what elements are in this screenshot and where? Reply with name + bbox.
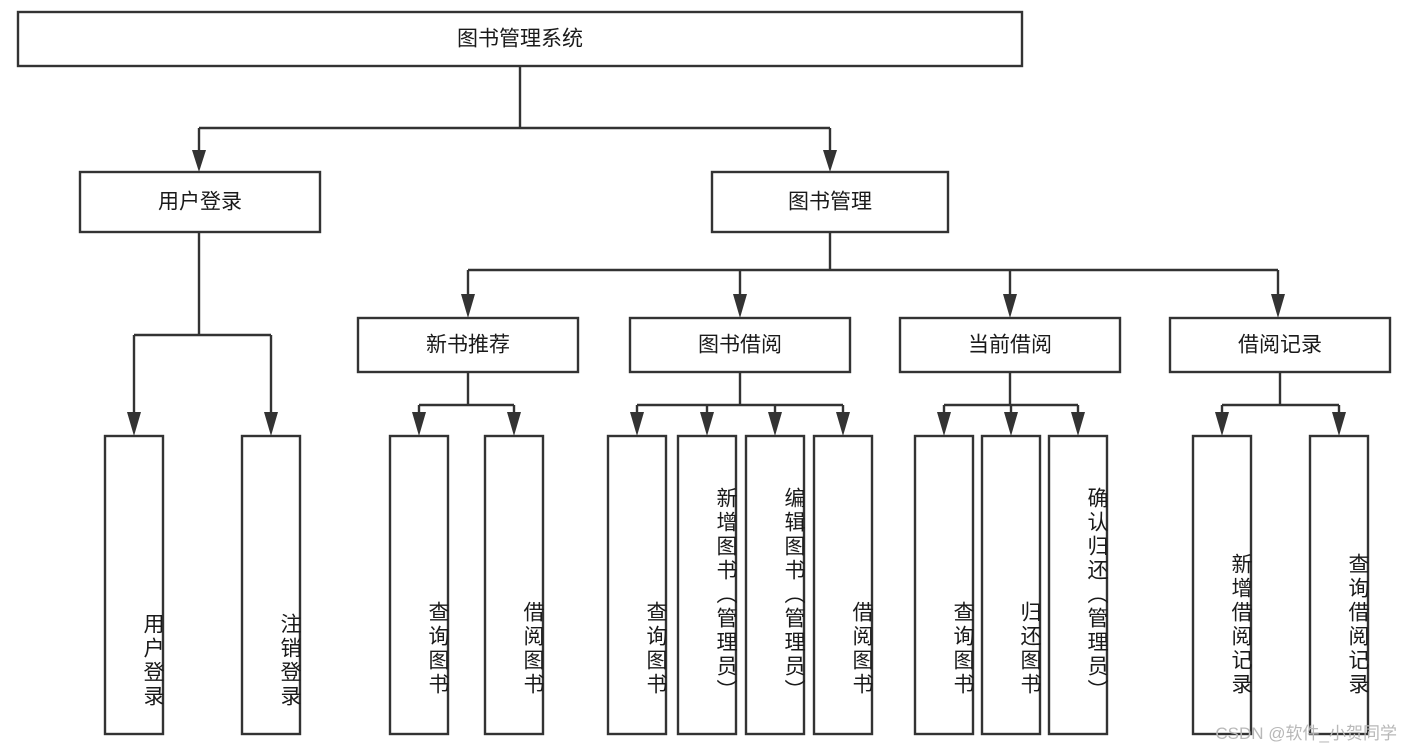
- node-current-borrow[interactable]: 当前借阅: [898, 316, 1122, 374]
- arrow-to-leaf-logout-icon: [264, 412, 278, 436]
- node-user-login[interactable]: 用户登录: [78, 170, 322, 234]
- connector-current-borrow-to-leaves: [937, 372, 1085, 436]
- connector-user-login-to-leaves: [127, 232, 278, 436]
- leaf-box-query-book-2[interactable]: [606, 434, 668, 736]
- arrow-to-leaf-query-book-1-icon: [412, 412, 426, 436]
- csdn-watermark: CSDN @软件_小贺同学: [1215, 724, 1397, 743]
- root-label: 图书管理系统: [457, 28, 583, 51]
- leaf-box-borrow-book-2[interactable]: [812, 434, 874, 736]
- root-box[interactable]: [16, 10, 1024, 68]
- current-borrow-label: 当前借阅: [968, 334, 1052, 357]
- leaf-box-query-book-3[interactable]: [913, 434, 975, 736]
- arrow-to-book-manage-icon: [823, 150, 837, 172]
- node-book-borrow[interactable]: 图书借阅: [628, 316, 852, 374]
- arrow-to-leaf-user-login-icon: [127, 412, 141, 436]
- node-new-book-rec[interactable]: 新书推荐: [356, 316, 580, 374]
- arrow-to-book-borrow-icon: [733, 294, 747, 318]
- connector-borrow-record-to-leaves: [1215, 372, 1346, 436]
- arrow-to-current-borrow-icon: [1003, 294, 1017, 318]
- connector-root-to-level2: [192, 66, 837, 172]
- leaf-box-confirm-return[interactable]: [1047, 434, 1109, 736]
- arrow-to-leaf-borrow-book-1-icon: [507, 412, 521, 436]
- connector-new-book-rec-to-leaves: [412, 372, 521, 436]
- arrow-to-new-book-rec-icon: [461, 294, 475, 318]
- arrow-to-leaf-confirm-return-icon: [1071, 412, 1085, 436]
- book-borrow-label: 图书借阅: [698, 334, 782, 357]
- book-manage-box[interactable]: [710, 170, 950, 234]
- node-borrow-record[interactable]: 借阅记录: [1168, 316, 1392, 374]
- arrow-to-leaf-add-book-icon: [700, 412, 714, 436]
- current-borrow-box[interactable]: [898, 316, 1122, 374]
- arrow-to-leaf-return-book-icon: [1004, 412, 1018, 436]
- borrow-record-label: 借阅记录: [1238, 334, 1322, 357]
- leaf-box-add-book[interactable]: [676, 434, 738, 736]
- leaf-box-query-book-1[interactable]: [388, 434, 450, 736]
- leaf-box-user-login[interactable]: [103, 434, 165, 736]
- connector-book-borrow-to-leaves: [630, 372, 850, 436]
- node-root[interactable]: 图书管理系统: [16, 10, 1024, 68]
- arrow-to-leaf-edit-book-icon: [768, 412, 782, 436]
- arrow-to-leaf-query-book-2-icon: [630, 412, 644, 436]
- borrow-record-box[interactable]: [1168, 316, 1392, 374]
- new-book-rec-label: 新书推荐: [426, 334, 510, 357]
- leaf-box-edit-book[interactable]: [744, 434, 806, 736]
- arrow-to-borrow-record-icon: [1271, 294, 1285, 318]
- connector-book-manage-to-level3: [461, 232, 1285, 318]
- leaf-box-borrow-book-1[interactable]: [483, 434, 545, 736]
- arrow-to-leaf-query-book-3-icon: [937, 412, 951, 436]
- arrow-to-leaf-borrow-book-2-icon: [836, 412, 850, 436]
- leaf-box-logout[interactable]: [240, 434, 302, 736]
- book-borrow-box[interactable]: [628, 316, 852, 374]
- leaf-box-query-record[interactable]: [1308, 434, 1370, 736]
- new-book-rec-box[interactable]: [356, 316, 580, 374]
- user-login-label: 用户登录: [158, 191, 242, 214]
- arrow-to-user-login-icon: [192, 150, 206, 172]
- leaf-box-add-record[interactable]: [1191, 434, 1253, 736]
- arrow-to-leaf-add-record-icon: [1215, 412, 1229, 436]
- node-book-manage[interactable]: 图书管理: [710, 170, 950, 234]
- book-manage-label: 图书管理: [788, 191, 872, 214]
- leaf-box-return-book[interactable]: [980, 434, 1042, 736]
- arrow-to-leaf-query-record-icon: [1332, 412, 1346, 436]
